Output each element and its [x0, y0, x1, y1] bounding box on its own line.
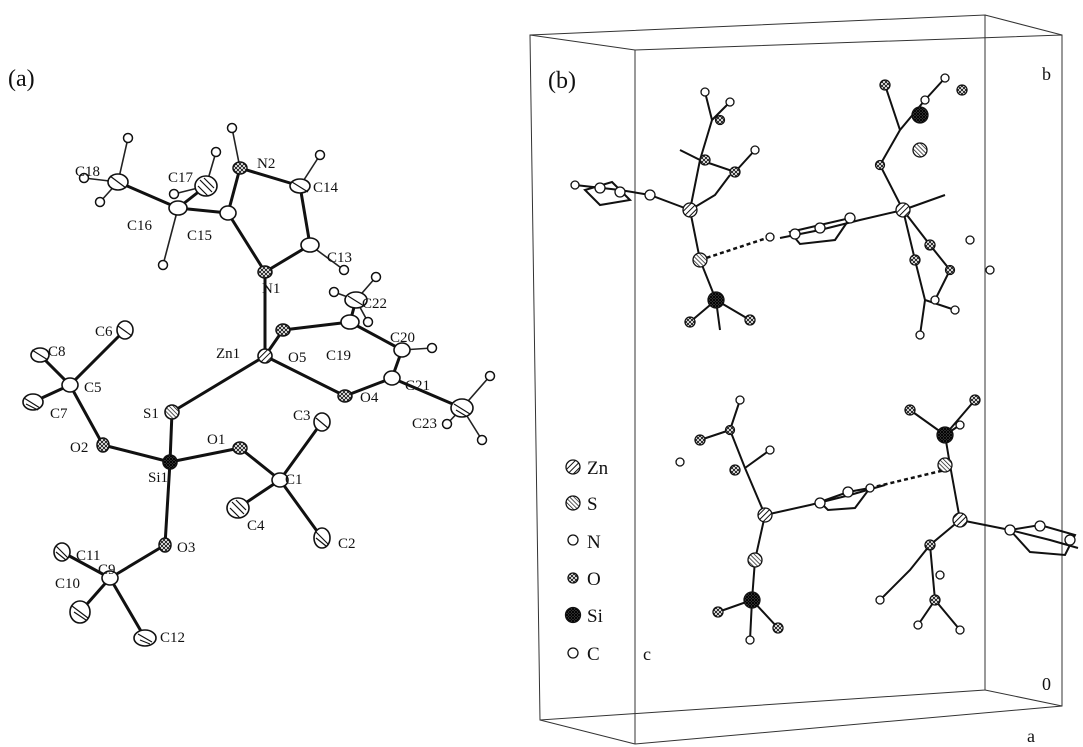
atom-label-o5: O5: [288, 350, 306, 366]
atom-label-c18: C18: [75, 164, 100, 180]
axis-label-c: c: [643, 644, 651, 664]
atom-label-n2: N2: [257, 156, 275, 172]
panel-a: (a): [8, 66, 496, 647]
legend-zn-label: Zn: [587, 458, 609, 479]
atom-label-c19: C19: [326, 348, 351, 364]
atom-label-c23: C23: [412, 416, 437, 432]
atom-label-o3: O3: [177, 540, 195, 556]
legend-n-icon: [567, 534, 579, 546]
legend-s-icon: [565, 495, 581, 511]
atom-label-c14: C14: [313, 180, 339, 196]
atom-label-c11: C11: [76, 548, 100, 564]
legend-s-label: S: [587, 494, 598, 515]
panel-a-label: (a): [8, 66, 35, 92]
atom-label-c21: C21: [405, 378, 430, 394]
atom-label-c6: C6: [95, 324, 113, 340]
atom-label-s1: S1: [143, 406, 159, 422]
atom-label-c16: C16: [127, 218, 153, 234]
unit-cell-box: [529, 14, 1063, 745]
legend-item-o: O: [567, 569, 601, 590]
atom-label-zn1: Zn1: [216, 346, 240, 362]
legend-item-zn: Zn: [565, 458, 609, 479]
atom-label-c13: C13: [327, 250, 352, 266]
legend-c-label: C: [587, 644, 600, 665]
legend-item-c: C: [567, 644, 600, 665]
legend-item-s: S: [565, 494, 598, 515]
legend-o-label: O: [587, 569, 601, 590]
atom-label-o4: O4: [360, 390, 379, 406]
panel-a-atoms: [22, 122, 496, 647]
atom-label-c8: C8: [48, 344, 66, 360]
legend-si-icon: [564, 606, 582, 624]
atom-label-n1: N1: [262, 281, 280, 297]
atom-label-c9: C9: [98, 562, 116, 578]
legend-si-label: Si: [587, 606, 603, 627]
legend-c-icon: [567, 647, 579, 659]
legend-item-n: N: [567, 532, 601, 553]
legend-o-icon: [567, 572, 579, 584]
atom-label-c20: C20: [390, 330, 415, 346]
atom-label-c12: C12: [160, 630, 185, 646]
atom-label-c7: C7: [50, 406, 68, 422]
axis-label-origin: 0: [1042, 674, 1051, 694]
panel-a-bonds: [31, 127, 491, 640]
atom-label-c4: C4: [247, 518, 265, 534]
atom-label-si1: Si1: [148, 470, 168, 486]
axis-label-a: a: [1027, 726, 1035, 746]
atom-label-c22: C22: [362, 296, 387, 312]
legend-item-si: Si: [564, 606, 603, 627]
atom-label-c5: C5: [84, 380, 102, 396]
panel-b: (b) b c 0 a: [529, 14, 1079, 746]
atom-label-c15: C15: [187, 228, 212, 244]
atom-label-c2: C2: [338, 536, 356, 552]
atom-label-c10: C10: [55, 576, 80, 592]
atom-label-c3: C3: [293, 408, 311, 424]
packing-molecules: [570, 73, 1079, 645]
atom-label-c1: C1: [285, 472, 303, 488]
element-legend: Zn S N O Si C: [564, 458, 609, 665]
legend-zn-icon: [565, 459, 581, 475]
panel-a-atom-labels: Zn1 S1 Si1 O1 O2 O3 O4 O5 N1 N2 C1 C2 C3…: [48, 156, 437, 646]
legend-n-label: N: [587, 532, 601, 553]
axis-label-b: b: [1042, 64, 1051, 84]
atom-label-c17: C17: [168, 170, 194, 186]
panel-b-label: (b): [548, 68, 576, 94]
atom-label-o1: O1: [207, 432, 225, 448]
atom-label-o2: O2: [70, 440, 88, 456]
